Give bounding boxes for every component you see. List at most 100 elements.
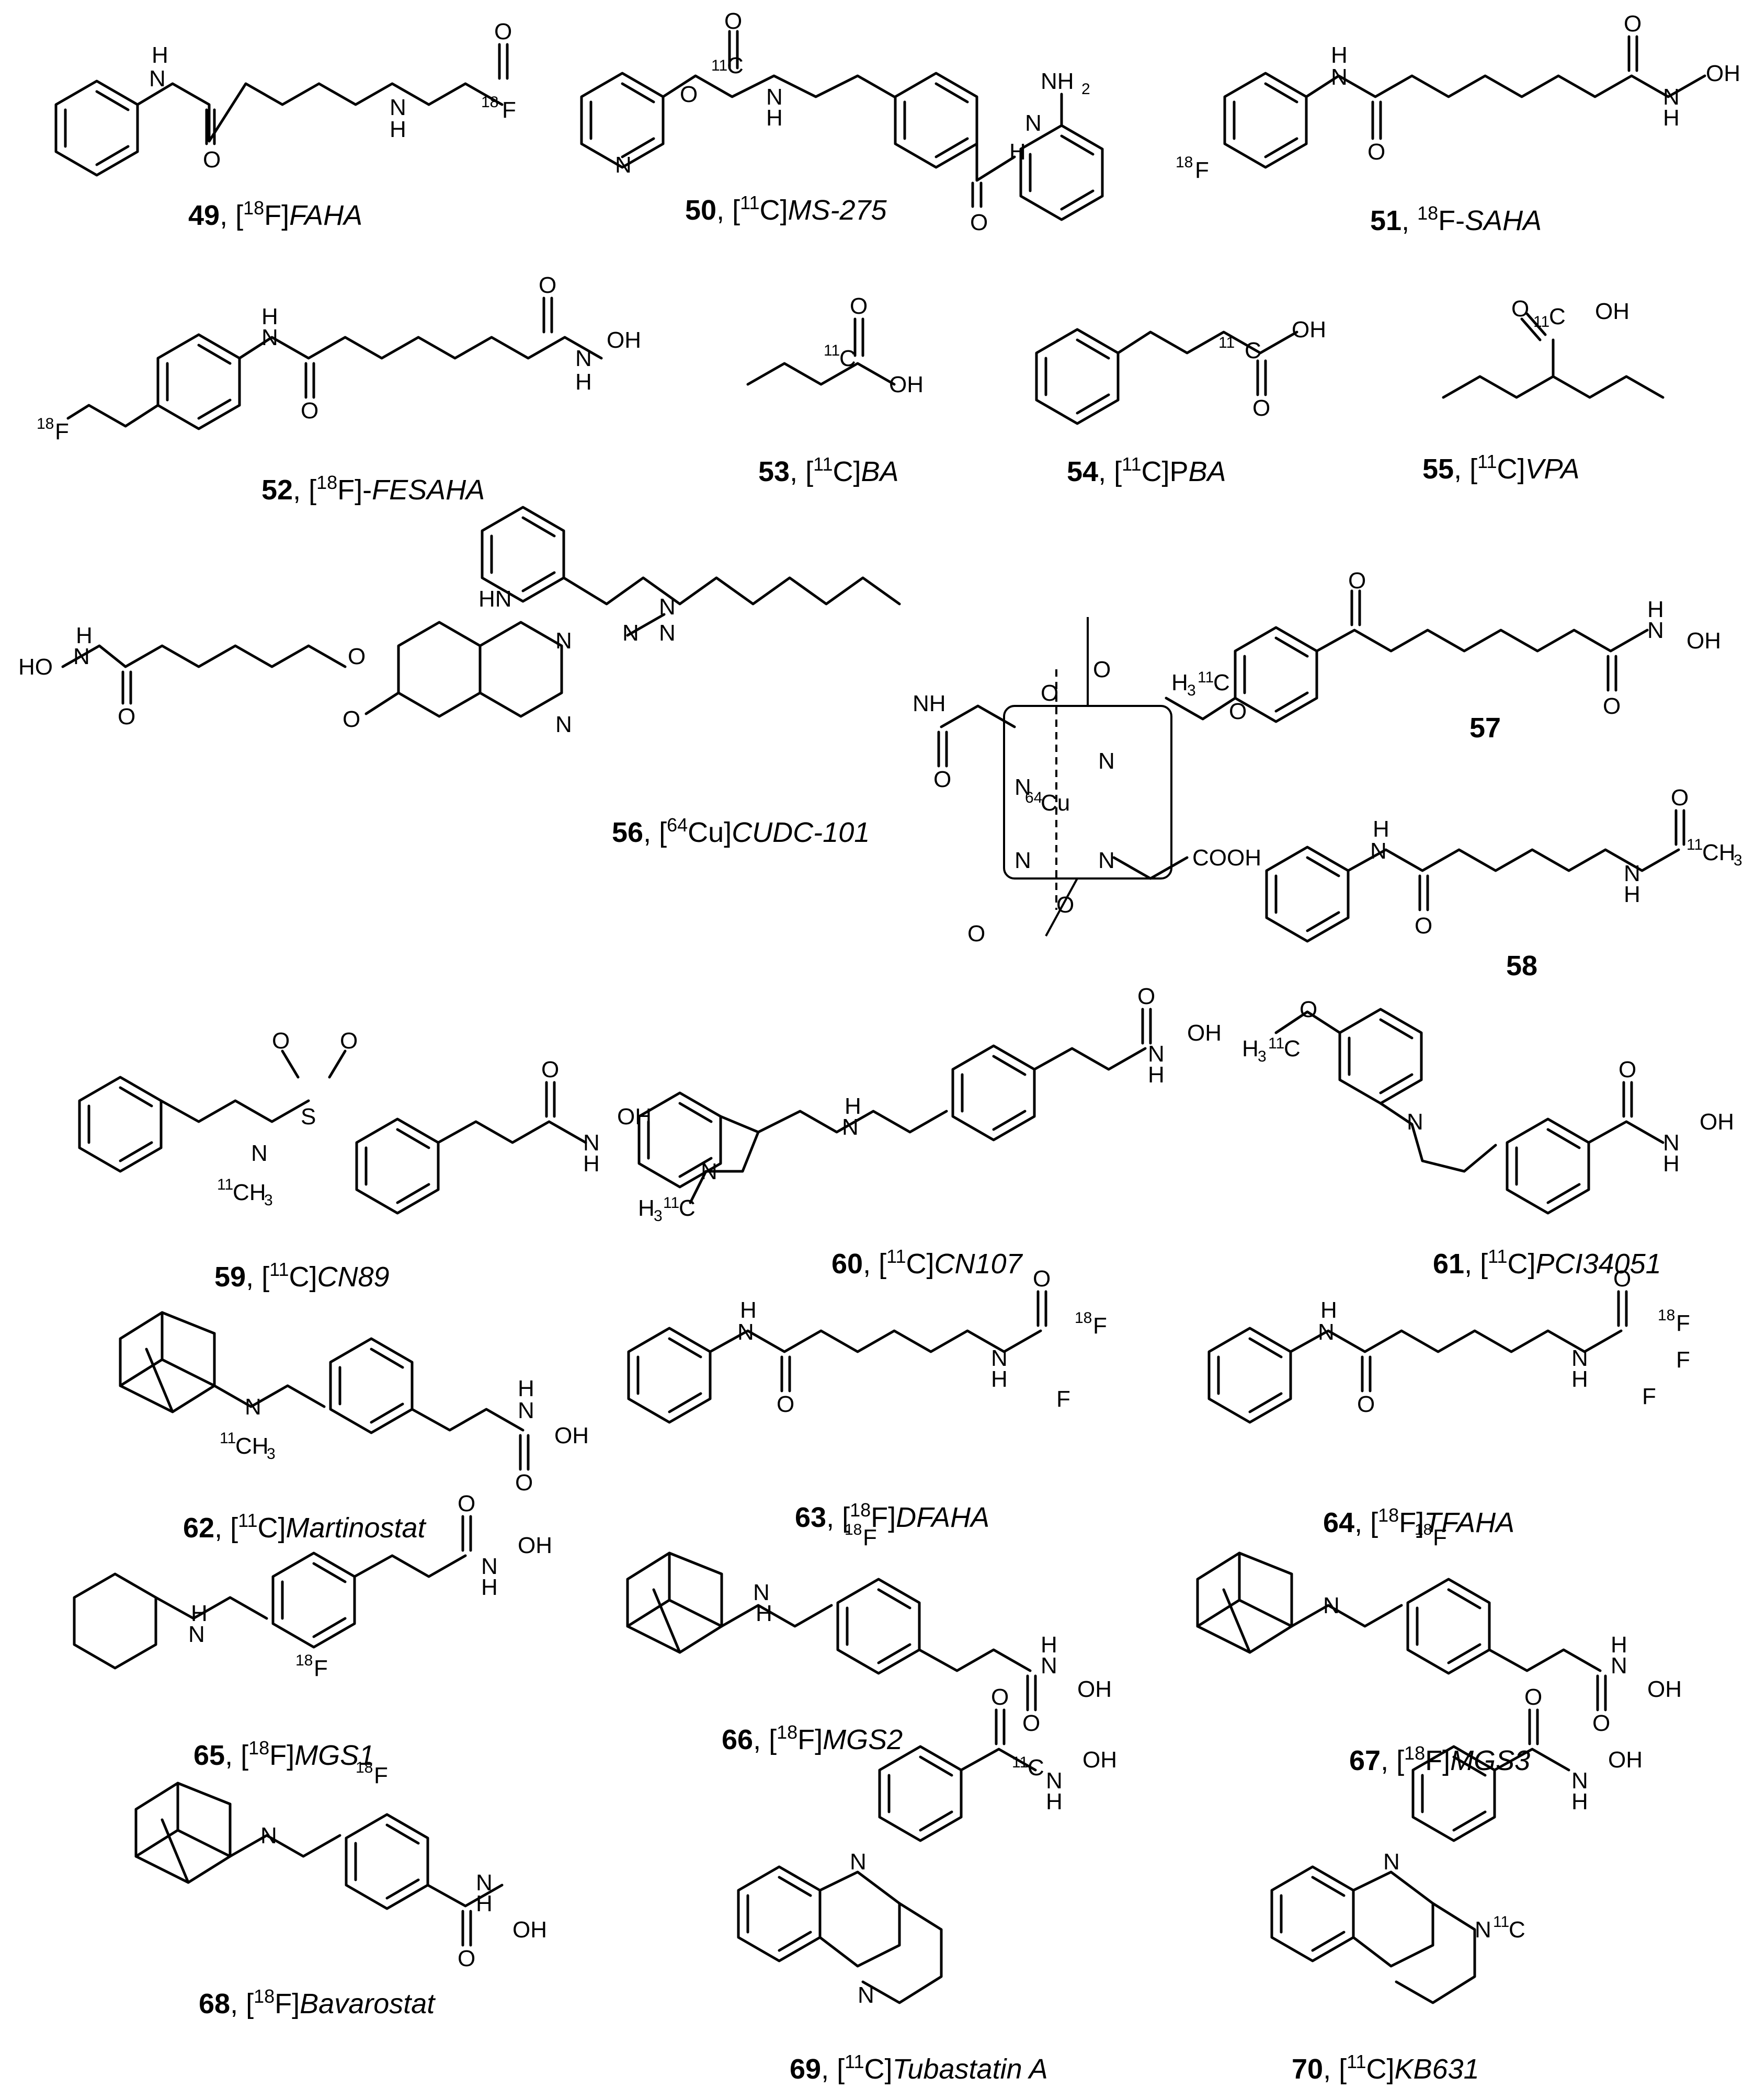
atom-label: N	[1571, 1768, 1588, 1794]
atom-label: C	[679, 1195, 696, 1221]
atom-label: O	[1033, 1266, 1051, 1292]
structure-60	[639, 1008, 1152, 1204]
atom-label: N	[766, 84, 783, 110]
atom-label: O	[1348, 568, 1366, 594]
atom-label: N	[251, 1140, 268, 1166]
atom-label: N	[1098, 848, 1115, 873]
isotope-label: 11	[1533, 313, 1549, 330]
atom-label: H	[1663, 105, 1680, 131]
atom-label: OH	[554, 1423, 589, 1448]
isotope-label: 11	[711, 57, 727, 74]
atom-label: N	[1370, 838, 1387, 864]
subscript-label: 3	[267, 1445, 276, 1463]
atom-label: O	[348, 644, 366, 669]
atom-label: N	[1015, 774, 1031, 800]
isotope-label: 11	[217, 1176, 233, 1193]
atom-label: OH	[1700, 1109, 1734, 1135]
atom-label: H	[583, 1151, 600, 1177]
isotope-label: 18	[37, 415, 54, 432]
isotope-label: 18	[845, 1521, 862, 1538]
atom-label: F	[314, 1656, 328, 1681]
atom-label: N	[622, 620, 639, 646]
atom-label: F	[1056, 1386, 1070, 1412]
isotope-label: 11	[1268, 1035, 1284, 1052]
structure-66	[628, 1553, 1037, 1711]
atom-label: H	[1624, 882, 1640, 907]
atom-label: H	[1647, 597, 1664, 622]
atom-label: O	[203, 147, 221, 173]
atom-label: N	[188, 1622, 205, 1647]
isotope-label: 64	[1025, 789, 1042, 806]
atom-label: O	[1524, 1684, 1542, 1710]
atom-label: O	[1022, 1710, 1040, 1736]
atom-label: H	[481, 1574, 498, 1600]
caption-68: 68, [18F]Bavarostat	[199, 1985, 436, 2019]
subscript-label: 3	[1187, 682, 1196, 699]
caption-70: 70, [11C]KB631	[1292, 2051, 1479, 2085]
atom-label: C	[1245, 338, 1261, 363]
atom-label: N	[1383, 1849, 1400, 1875]
atom-label: OH	[607, 327, 641, 353]
atom-label: F	[374, 1763, 388, 1788]
atom-label: H	[1242, 1036, 1259, 1062]
isotope-label: 11	[1493, 1913, 1509, 1931]
atom-label: N	[991, 1345, 1008, 1371]
atom-label: O	[340, 1028, 358, 1054]
atom-label: O	[343, 706, 360, 732]
atom-label: H	[518, 1376, 534, 1401]
caption-53: 53, [11C]BA	[758, 453, 899, 487]
atom-label: O	[539, 272, 556, 298]
atom-label: O	[541, 1057, 559, 1082]
isotope-label: 18	[1415, 1521, 1432, 1538]
atom-label: O	[777, 1391, 794, 1417]
atom-label: N	[850, 1849, 867, 1875]
atom-label: O	[1592, 1710, 1610, 1736]
atom-label: O	[458, 1491, 475, 1516]
isotope-label: 11	[1686, 836, 1703, 853]
atom-label: N	[701, 1159, 717, 1184]
isotope-label: 11	[824, 342, 840, 359]
atom-label: OH	[1608, 1747, 1643, 1773]
atom-label: O	[1671, 785, 1689, 811]
atom-label: N	[1046, 1768, 1063, 1794]
atom-label: F	[1642, 1384, 1656, 1409]
subscript-label: 3	[1258, 1048, 1267, 1065]
structure-49	[56, 43, 509, 175]
caption-64: 64, [18F]TFAHA	[1323, 1504, 1514, 1538]
atom-label: N	[390, 95, 406, 120]
atom-label: O	[970, 210, 988, 235]
atom-label: H	[1331, 42, 1348, 68]
atom-label: OH	[1292, 317, 1326, 343]
isotope-label: 18	[1075, 1309, 1092, 1327]
atom-label: N	[1611, 1653, 1627, 1679]
structure-65	[74, 1515, 472, 1668]
atom-label: N	[842, 1114, 859, 1140]
atom-label: F	[1676, 1347, 1690, 1373]
atom-label: N	[1323, 1593, 1340, 1618]
caption-67: 67, [18F]MGS3	[1349, 1742, 1530, 1776]
structure-57	[1165, 589, 1649, 722]
atom-label: N	[73, 644, 90, 669]
atom-label: OH	[518, 1533, 552, 1558]
atom-label: H	[1373, 816, 1389, 842]
atom-label: O	[967, 921, 985, 946]
atom-label: F	[1676, 1310, 1690, 1336]
structure-68	[136, 1783, 504, 1947]
structure-62	[120, 1312, 530, 1471]
atom-label: H	[191, 1601, 208, 1626]
atom-label: N	[245, 1394, 261, 1420]
caption-63: 63, [18F]DFAHA	[795, 1499, 989, 1533]
caption-51: 51, 18F-SAHA	[1370, 202, 1542, 236]
atom-label: N	[555, 628, 572, 654]
atom-label: N	[1331, 64, 1348, 90]
caption-54: 54, [11C]PBA	[1067, 453, 1226, 487]
atom-label: CH	[1702, 840, 1736, 865]
atom-label: O	[1252, 395, 1270, 421]
structure-55	[1442, 312, 1665, 399]
atom-label: H	[261, 304, 278, 329]
atom-label: O	[724, 8, 742, 34]
atom-label: OH	[1686, 628, 1721, 654]
atom-label: H	[1663, 1151, 1680, 1177]
atom-label: N	[1041, 1653, 1057, 1679]
atom-label: Cu	[1041, 790, 1070, 816]
